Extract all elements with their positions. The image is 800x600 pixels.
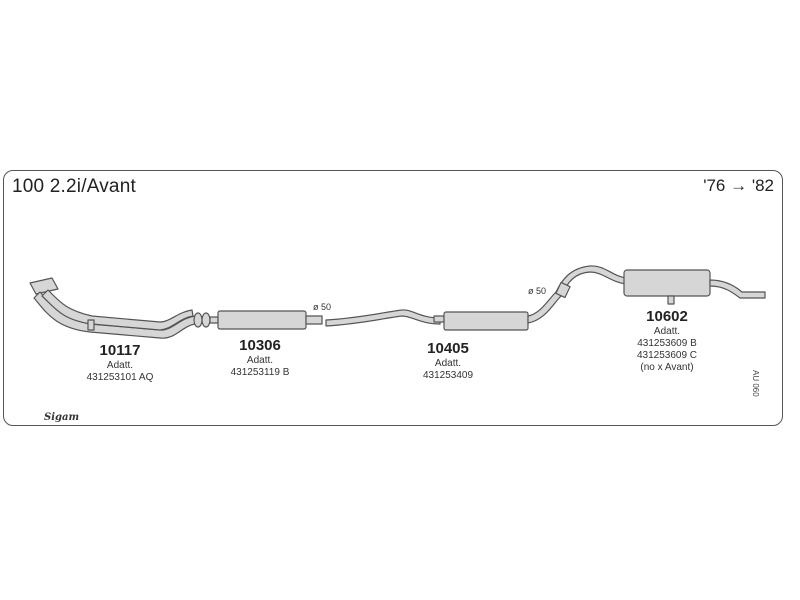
part-note: Adatt. — [653, 326, 681, 337]
diameter-label: ø 50 — [313, 302, 332, 312]
part-note: (no x Avant) — [640, 362, 694, 373]
part-label-10117: 10117 Adatt. 431253101 AQ — [70, 342, 170, 384]
part-note: Adatt. — [246, 355, 274, 366]
drawing-code: AU 060 — [751, 370, 760, 397]
vehicle-title: 100 2.2i/Avant — [12, 176, 136, 197]
part-ref: 431253101 AQ — [86, 372, 154, 383]
diameter-label: ø 50 — [528, 286, 547, 296]
front-pipe-10117 — [29, 277, 203, 339]
part-ref: 431253119 B — [230, 367, 290, 378]
middle-silencer-10306 — [201, 310, 323, 330]
part-ref: 431253609 C — [636, 350, 698, 361]
part-number: 10405 — [427, 340, 469, 357]
part-number: 10602 — [646, 308, 688, 325]
year-range: '76 → '82 — [703, 176, 774, 195]
part-number: 10117 — [99, 342, 141, 359]
rear-silencer-10602 — [555, 265, 766, 305]
part-label-10602: 10602 Adatt. 431253609 B 431253609 C (no… — [612, 308, 722, 374]
part-ref: 431253609 B — [637, 338, 697, 349]
diagram-frame — [3, 170, 783, 426]
intermediate-silencer-10405 — [325, 291, 562, 331]
part-label-10405: 10405 Adatt. 431253409 — [398, 340, 498, 382]
part-note: Adatt. — [106, 360, 134, 371]
part-note: Adatt. — [434, 358, 462, 369]
brand-logo: Sigam — [44, 412, 80, 423]
part-number: 10306 — [239, 337, 281, 354]
part-ref: 431253409 — [422, 370, 474, 381]
part-label-10306: 10306 Adatt. 431253119 B — [210, 337, 310, 379]
